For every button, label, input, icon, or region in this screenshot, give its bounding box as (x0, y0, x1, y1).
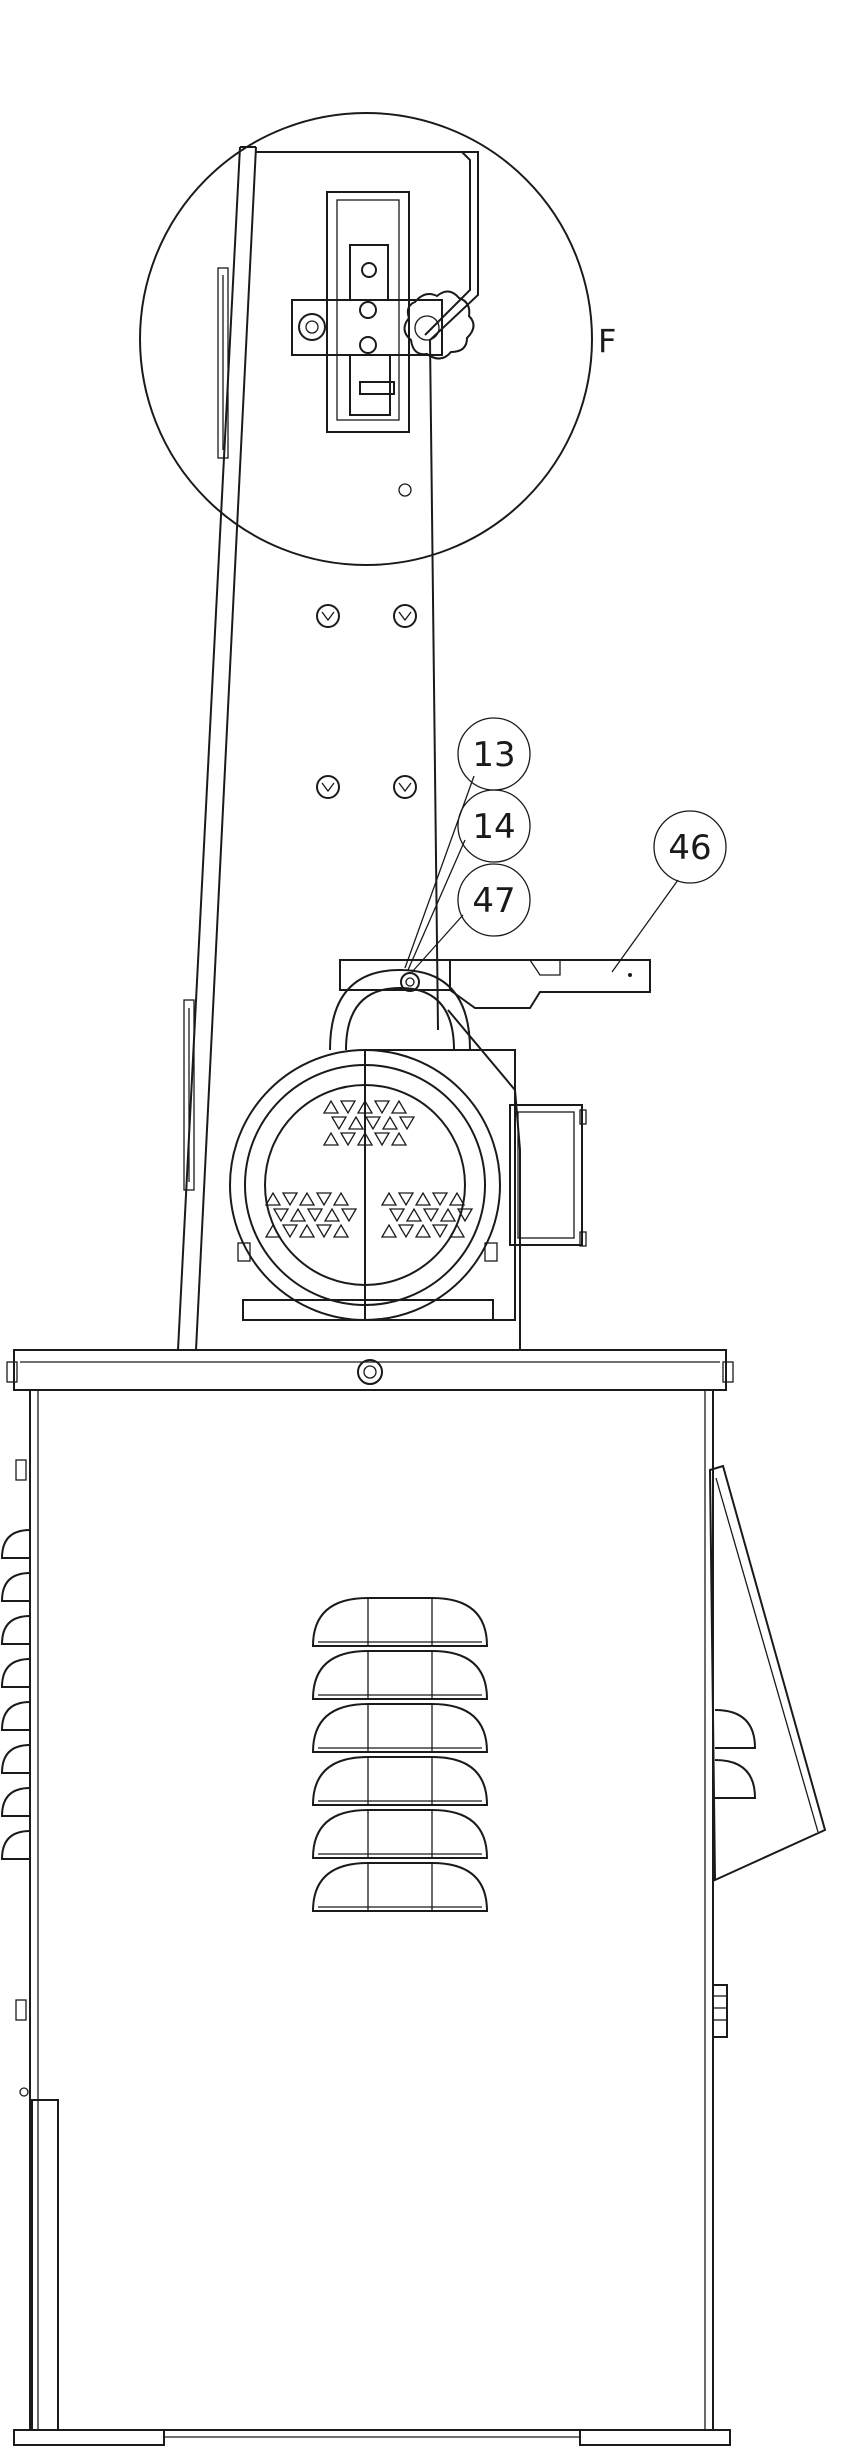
grille-vent (315, 1224, 333, 1239)
grille-vent (373, 1132, 391, 1147)
grille-vent (322, 1131, 340, 1146)
hinge-strip-lower (183, 999, 195, 1191)
frame-column (177, 146, 521, 1351)
vent-slot (311, 1597, 489, 1647)
grille-vent (390, 1099, 408, 1114)
front-vent-louvres (311, 1597, 489, 1912)
grille-vent (332, 1191, 350, 1206)
grille-vent (422, 1208, 440, 1223)
callout-47: 47 (411, 863, 531, 973)
grille-vent (281, 1224, 299, 1239)
grille-vent (323, 1207, 341, 1222)
cabinet-hinge-left (15, 1459, 29, 2097)
grille-vent (397, 1224, 415, 1239)
louvre (0, 1658, 31, 1688)
grille-vent (264, 1191, 282, 1206)
svg-text:13: 13 (472, 735, 515, 775)
grille-vent (289, 1207, 307, 1222)
detail-label-f: F (598, 322, 616, 360)
cabinet-body (13, 1389, 731, 2446)
grille-vent (380, 1191, 398, 1206)
callout-46: 46 (611, 810, 727, 973)
fan-grille (264, 1099, 474, 1239)
grille-vent (414, 1191, 432, 1206)
vent-slot (311, 1703, 489, 1753)
grille-vent (398, 1116, 416, 1131)
grille-vent (397, 1192, 415, 1207)
grille-vent (414, 1223, 432, 1238)
louvre (0, 1529, 31, 1559)
louvre (0, 1701, 31, 1731)
louvre (0, 1615, 31, 1645)
svg-text:14: 14 (472, 807, 515, 847)
grille-vent (405, 1207, 423, 1222)
grille-vent (431, 1224, 449, 1239)
grille-vent (322, 1099, 340, 1114)
svg-text:47: 47 (472, 881, 515, 921)
vent-slot (311, 1756, 489, 1806)
vent-slot (311, 1862, 489, 1912)
grille-vent (315, 1192, 333, 1207)
grille-vent (381, 1115, 399, 1130)
left-side-louvres (0, 1529, 31, 1860)
grille-vent (388, 1208, 406, 1223)
grille-vent (298, 1223, 316, 1238)
grille-vent (448, 1223, 466, 1238)
louvre (0, 1572, 31, 1602)
vent-slot (311, 1809, 489, 1859)
grille-vent (281, 1192, 299, 1207)
grille-vent (380, 1223, 398, 1238)
grille-vent (439, 1207, 457, 1222)
grille-vent (330, 1116, 348, 1131)
cabinet-top-plate (6, 1349, 734, 1391)
grille-vent (272, 1208, 290, 1223)
detail-circle-f: F (139, 112, 616, 566)
grille-vent (364, 1116, 382, 1131)
motor (229, 968, 587, 1321)
louvre (0, 1830, 31, 1860)
vent-slot (311, 1650, 489, 1700)
grille-vent (373, 1100, 391, 1115)
grille-vent (356, 1131, 374, 1146)
grille-vent (339, 1100, 357, 1115)
pin-hole (398, 483, 412, 497)
grille-vent (448, 1191, 466, 1206)
louvre (0, 1787, 31, 1817)
tension-assembly (291, 191, 443, 433)
side-access-panel (708, 1464, 827, 1882)
hinge-strip-upper (217, 267, 229, 459)
svg-text:46: 46 (668, 828, 711, 868)
grille-vent (332, 1223, 350, 1238)
table-support-bracket (339, 959, 651, 1009)
grille-vent (306, 1208, 324, 1223)
frame-bolts (316, 604, 417, 799)
callout-14: 14 (407, 789, 531, 971)
grille-vent (431, 1192, 449, 1207)
grille-vent (298, 1191, 316, 1206)
cabinet-latch-right (712, 1984, 728, 2038)
grille-vent (347, 1115, 365, 1130)
louvre (0, 1744, 31, 1774)
grille-vent (356, 1099, 374, 1114)
grille-vent (340, 1208, 358, 1223)
grille-vent (390, 1131, 408, 1146)
tension-knob (403, 290, 475, 360)
grille-vent (456, 1208, 474, 1223)
grille-vent (339, 1132, 357, 1147)
grille-vent (264, 1223, 282, 1238)
